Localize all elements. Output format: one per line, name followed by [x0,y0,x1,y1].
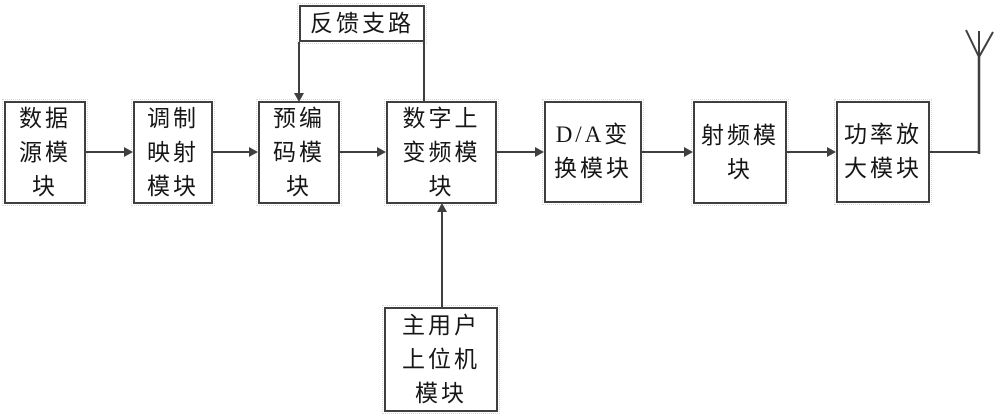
host-computer-box: 主用户 上位机 模块 [382,305,500,414]
feedback-branch-box: 反馈支路 [297,3,427,44]
connector-5-arrowhead [684,147,693,157]
feedback-to-precoding-line [298,42,300,94]
host-to-upconversion-line [441,212,443,308]
connector-3-line [340,151,377,153]
module-precoding-label: 预编 码模 块 [273,105,325,199]
module-rf-label: 射频模 块 [701,122,779,182]
module-power-amplifier: 功率放 大模块 [834,99,932,205]
connector-3-arrowhead [377,147,386,157]
module-power-amplifier-label: 功率放 大模块 [844,122,922,181]
connector-2-arrowhead [249,147,258,157]
connector-5-line [642,151,684,153]
connector-2-line [213,151,249,153]
connector-1-arrowhead [124,147,133,157]
upconversion-to-feedback-line [423,42,425,101]
host-computer-label: 主用户 上位机 模块 [402,312,480,406]
connector-1-line [85,151,124,153]
module-precoding: 预编 码模 块 [256,99,342,206]
module-da-conversion: D/A变 换模块 [542,99,644,205]
module-digital-upconversion: 数字上 变频模 块 [384,99,499,206]
feedback-to-precoding-arrowhead [294,93,304,102]
connector-6-arrowhead [827,147,836,157]
antenna-icon [965,29,994,154]
module-digital-upconversion-label: 数字上 变频模 块 [402,105,481,199]
module-rf: 射频模 块 [691,99,789,206]
connector-6-line [787,151,827,153]
host-to-upconversion-arrowhead [437,203,447,212]
module-modulation-mapping-label: 调制 映射 模块 [147,105,199,199]
module-da-conversion-label: D/A变 换模块 [554,122,632,181]
module-data-source: 数据 源模 块 [2,99,88,206]
connector-4-arrowhead [535,147,544,157]
module-data-source-label: 数据 源模 块 [19,105,71,199]
feedback-branch-label: 反馈支路 [310,11,414,36]
connector-4-line [497,151,535,153]
connector-antenna-line [929,151,980,153]
module-modulation-mapping: 调制 映射 模块 [131,99,215,206]
